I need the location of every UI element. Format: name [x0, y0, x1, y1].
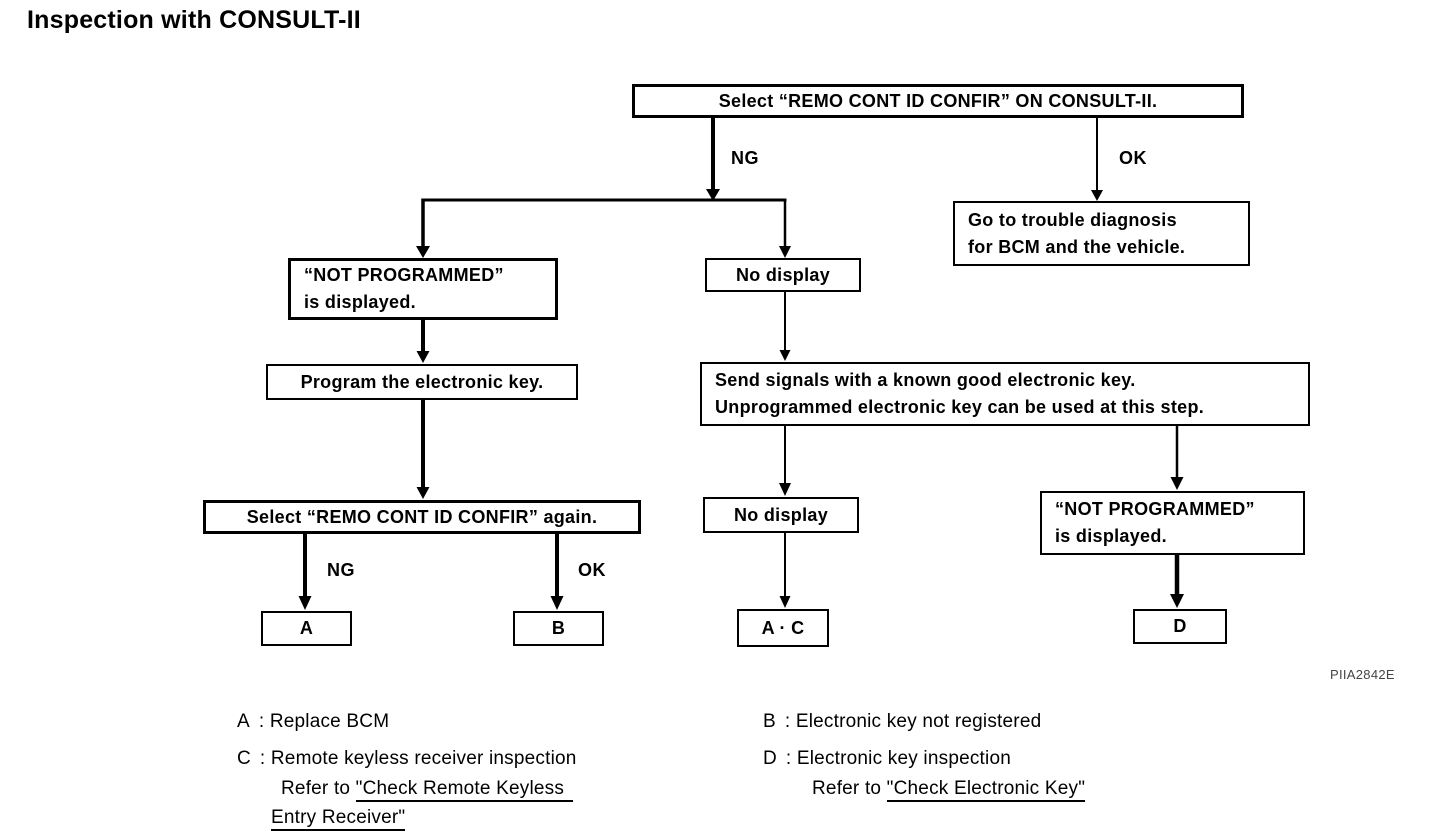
legend-row-c: C : Remote keyless receiver inspection [237, 748, 577, 770]
node-no-display-2: No display [703, 497, 859, 533]
legend-row-b: B : Electronic key not registered [763, 711, 1041, 733]
edge-ok-top [1091, 118, 1103, 201]
legend-text-b: : Electronic key not registered [784, 711, 1042, 732]
node-send-signals-known-good-key: Send signals with a known good electroni… [700, 362, 1310, 426]
page-title: Inspection with CONSULT-II [27, 6, 361, 34]
node-result-d: D [1133, 609, 1227, 644]
edge-label-ng-top: NG [731, 148, 759, 168]
edge-label-ok-top: OK [1119, 148, 1147, 168]
node-result-a-c: A · C [737, 609, 829, 647]
edge-ng-top [706, 118, 720, 201]
legend-row-d-refer: Refer to "Check Electronic Key" [812, 778, 1086, 802]
edge-label-ok-again: OK [578, 560, 606, 580]
edge-nodisplay2-to-ac [779, 533, 791, 608]
legend-row-d: D : Electronic key inspection [763, 748, 1011, 770]
node-not-programmed-displayed-right: “NOT PROGRAMMED” is displayed. [1040, 491, 1305, 555]
edge-program-to-select-again [416, 400, 430, 499]
legend-text-d: : Electronic key inspection [785, 748, 1011, 769]
figure-code: PIIA2842E [1330, 667, 1395, 682]
legend-refer-prefix-c: Refer to [281, 778, 356, 799]
edge-select-again-ok-to-b [550, 534, 564, 610]
edge-nodisplay-to-send-signals [779, 292, 791, 361]
legend-row-a: A : Replace BCM [237, 711, 389, 733]
node-result-b: B [513, 611, 604, 646]
legend-row-c-refer: Refer to "Check Remote Keyless [281, 778, 574, 802]
legend-key-a: A [237, 711, 250, 732]
node-not-programmed-displayed-left: “NOT PROGRAMMED” is displayed. [288, 258, 558, 320]
node-program-electronic-key: Program the electronic key. [266, 364, 578, 400]
edge-ng-branch [416, 198, 791, 258]
edge-notprog-to-program [416, 320, 430, 363]
edge-send-signals-to-nodisplay2 [779, 426, 791, 496]
node-select-remo-cont-id-confir-again: Select “REMO CONT ID CONFIR” again. [203, 500, 641, 534]
legend-key-d: D [763, 748, 777, 769]
edge-select-again-ng-to-a [298, 534, 312, 610]
legend-row-c-refer-line2: Entry Receiver" [271, 807, 406, 831]
legend-key-b: B [763, 711, 776, 732]
edge-label-ng-again: NG [327, 560, 355, 580]
legend-text-c: : Remote keyless receiver inspection [259, 748, 577, 769]
legend-link-check-electronic-key[interactable]: "Check Electronic Key" [886, 778, 1086, 802]
edge-notprog-right-to-d [1170, 555, 1184, 608]
legend-key-c: C [237, 748, 251, 769]
node-go-to-trouble-diagnosis: Go to trouble diagnosis for BCM and the … [953, 201, 1250, 266]
legend-link-check-remote-keyless-line2[interactable]: Entry Receiver" [271, 807, 406, 831]
legend-text-a: : Replace BCM [258, 711, 390, 732]
legend-link-check-remote-keyless-line1[interactable]: "Check Remote Keyless [355, 778, 574, 802]
legend-refer-prefix-d: Refer to [812, 778, 887, 799]
node-result-a: A [261, 611, 352, 646]
edge-send-signals-to-notprog-right [1170, 426, 1184, 490]
node-no-display-1: No display [705, 258, 861, 292]
node-select-remo-cont-id-confir: Select “REMO CONT ID CONFIR” ON CONSULT-… [632, 84, 1244, 118]
